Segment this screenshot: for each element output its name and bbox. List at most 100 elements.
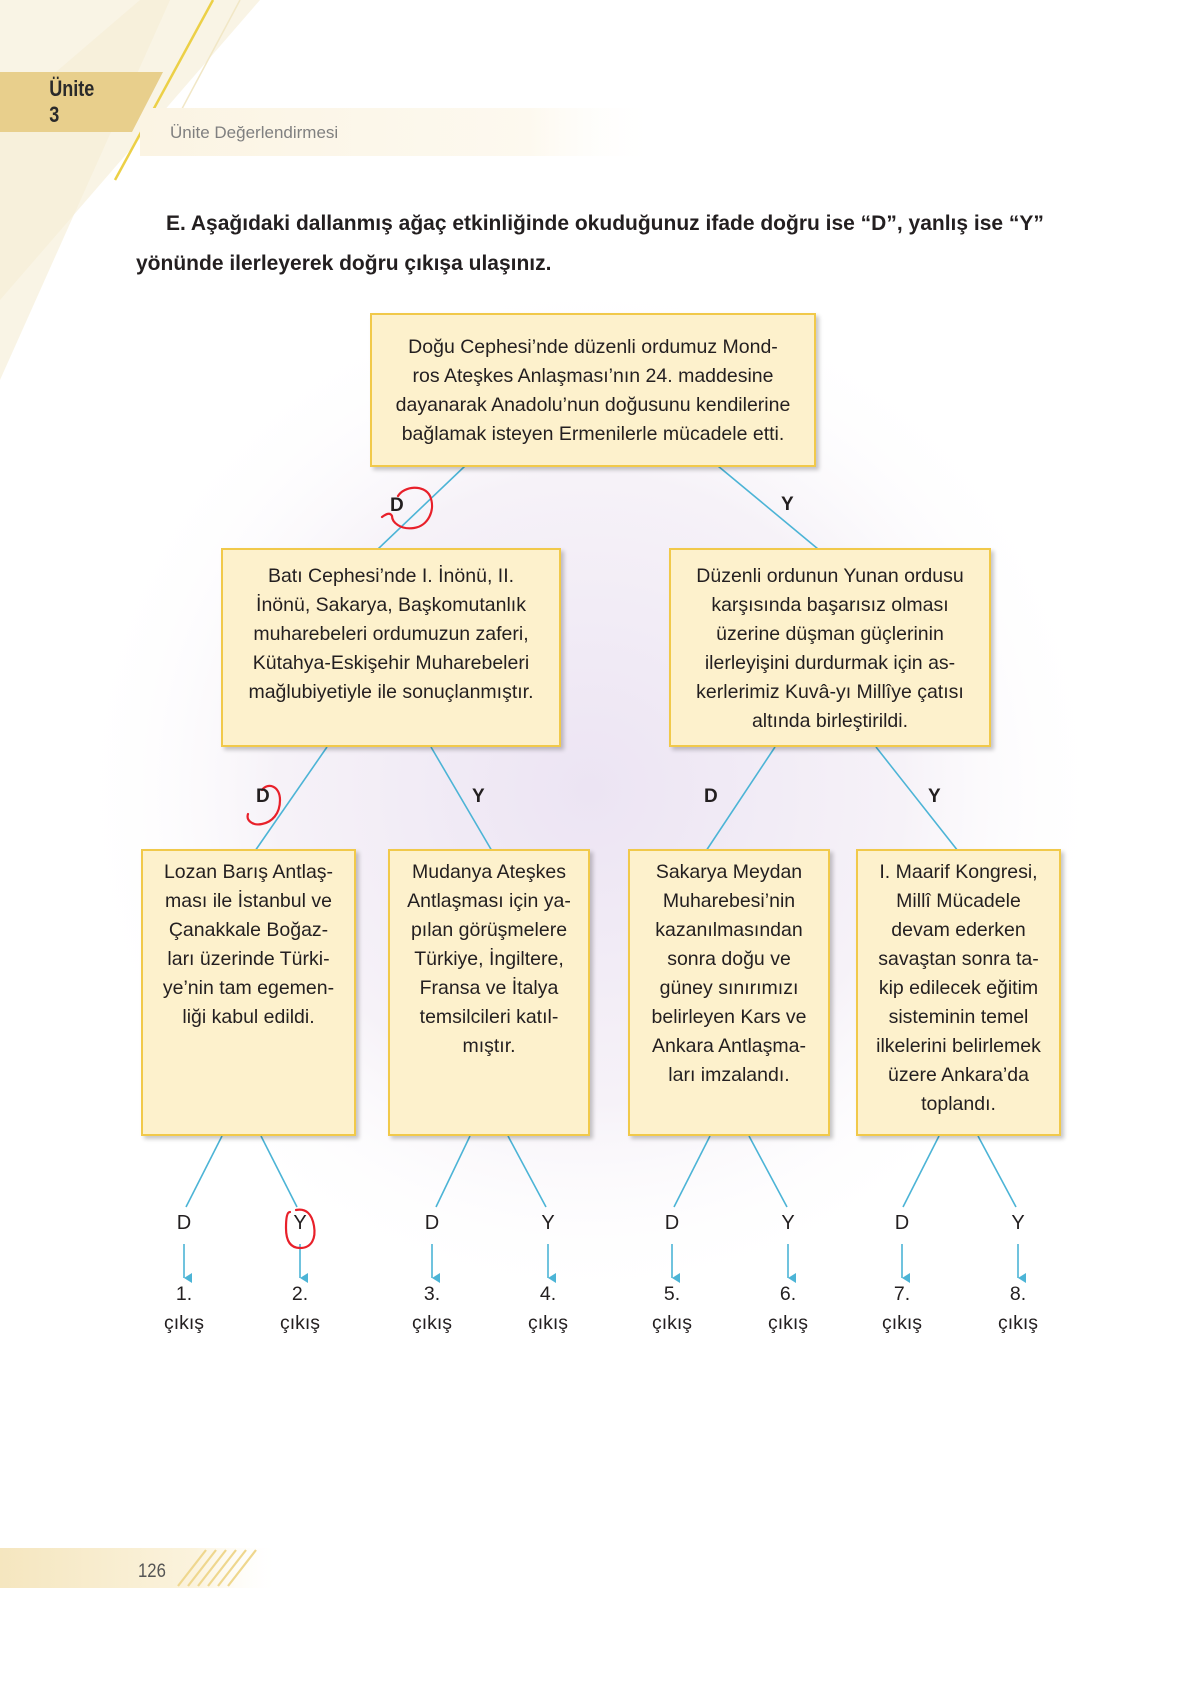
tree-level2-line: Lozan Barış Antlaş- [163, 861, 334, 883]
tree-level2-box-4: I. Maarif Kongresi, Millî Mücadele devam… [856, 849, 1061, 1136]
circle-mark-exit2-y [284, 1208, 316, 1250]
exit-number: 2. [291, 1283, 309, 1305]
tree-level1-left-line: İnönü, Sakarya, Başkomutanlık [256, 594, 526, 616]
tree-level2-box-1: Lozan Barış Antlaş- ması ile İstanbul ve… [141, 849, 356, 1136]
tree-level2-line: üzere Ankara’da [888, 1064, 1029, 1086]
exit-word: çıkış [767, 1312, 809, 1334]
unit-subtitle: Ünite Değerlendirmesi [170, 123, 339, 142]
tree-level2-line: savaştan sonra ta- [878, 948, 1039, 970]
tree-level2-line: mıştır. [462, 1035, 516, 1057]
branch-label-root-d: D [390, 495, 404, 516]
tree-level2-line: Antlaşması için ya- [407, 890, 571, 912]
tree-level2-box-2: Mudanya Ateşkes Antlaşması için ya- pıla… [388, 849, 590, 1136]
tree-level2-line: Millî Mücadele [896, 890, 1021, 912]
exit-number: 8. [1009, 1283, 1027, 1305]
exit-2: 2. çıkış [260, 1280, 340, 1338]
exit-word: çıkış [279, 1312, 321, 1334]
leaf-label-3: D [424, 1212, 440, 1234]
header-accent-line [113, 0, 215, 181]
exit-word: çıkış [411, 1312, 453, 1334]
exit-8: 8. çıkış [978, 1280, 1058, 1338]
exit-arrows [183, 1244, 1026, 1283]
tree-level2-line: güney sınırımızı [659, 977, 799, 999]
tree-level2-line: sonra doğu ve [667, 948, 791, 970]
exit-number: 7. [893, 1283, 911, 1305]
exit-word: çıkış [163, 1312, 205, 1334]
exit-7: 7. çıkış [862, 1280, 942, 1338]
tree-level1-right-line: altında birleştirildi. [751, 710, 909, 732]
tree-level2-line: sisteminin temel [888, 1006, 1029, 1028]
leaf-label-7: D [894, 1212, 910, 1234]
tree-level2-line: ları imzalandı. [668, 1064, 790, 1086]
tree-level1-right-line: Düzenli ordunun Yunan ordusu [696, 565, 964, 587]
tree-level2-line: Sakarya Meydan [655, 861, 803, 883]
tree-root-box: Doğu Cephesi’nde düzenli ordumuz Mond- r… [370, 313, 816, 467]
tree-level2-line: temsilcileri katıl- [419, 1006, 559, 1028]
tree-level2-line: belirleyen Kars ve [651, 1006, 807, 1028]
tree-level1-right-box: Düzenli ordunun Yunan ordusu karşısında … [669, 548, 991, 747]
tree-level1-left-line: Batı Cephesi’nde I. İnönü, II. [267, 565, 515, 587]
tree-level1-right-line: kerlerimiz Kuvâ-yı Millîye çatısı [696, 681, 964, 703]
tree-level2-line: kip edilecek eğitim [878, 977, 1039, 999]
tree-level1-right-line: üzerine düşman güçlerinin [716, 623, 944, 645]
branch-label-l1-y-2: Y [928, 786, 941, 807]
instruction-text: E. Aşağıdaki dallanmış ağaç etkinliğinde… [136, 212, 1044, 275]
tree-level2-line: I. Maarif Kongresi, [879, 861, 1038, 883]
unit-label: Ünite 3 [49, 76, 95, 127]
tree-root-line: bağlamak isteyen Ermenilerle mücadele et… [401, 423, 785, 445]
tree-level1-left-box: Batı Cephesi’nde I. İnönü, II. İnönü, Sa… [221, 548, 561, 747]
student-pen-marks [246, 486, 434, 1250]
tree-level2-line: Çanakkale Boğaz- [168, 919, 329, 941]
leaf-label-8: Y [1011, 1212, 1025, 1234]
tree-level2-line: Ankara Antlaşma- [652, 1035, 806, 1057]
circle-mark-left-d [246, 784, 282, 826]
tree-level2-line: ması ile İstanbul ve [165, 890, 332, 912]
tree-level2-box-3: Sakarya Meydan Muharebesi’nin kazanılmas… [628, 849, 830, 1136]
branch-label-root-y: Y [781, 494, 794, 515]
circle-mark-root-d [380, 486, 434, 530]
leaf-label-5: D [664, 1212, 680, 1234]
tree-level2-line: Mudanya Ateşkes [412, 861, 566, 883]
footer-hatch [177, 1549, 257, 1587]
branch-label-l1-d-2: D [704, 786, 718, 807]
tree-level1-left-line: Kütahya-Eskişehir Muharebeleri [252, 652, 530, 674]
tree-level2-line: Fransa ve İtalya [419, 977, 559, 999]
exit-4: 4. çıkış [508, 1280, 588, 1338]
leaf-label-2: Y [293, 1212, 307, 1234]
exit-word: çıkış [997, 1312, 1039, 1334]
exit-number: 3. [423, 1283, 441, 1305]
exit-number: 4. [539, 1283, 557, 1305]
tree-level2-line: Muharebesi’nin [662, 890, 796, 912]
tree-level1-left-line: mağlubiyetiyle ile sonuçlanmıştır. [248, 681, 534, 703]
leaf-label-6: Y [781, 1212, 795, 1234]
leaf-label-4: Y [541, 1212, 555, 1234]
exit-3: 3. çıkış [392, 1280, 472, 1338]
header-subtitle-band [140, 108, 660, 156]
tree-root-line: dayanarak Anadolu’nun doğusunu kendileri… [395, 394, 791, 416]
exit-number: 1. [175, 1283, 193, 1305]
exit-1: 1. çıkış [144, 1280, 224, 1338]
exit-number: 6. [779, 1283, 797, 1305]
exit-word: çıkış [881, 1312, 923, 1334]
connectors [185, 465, 1017, 1208]
exit-6: 6. çıkış [748, 1280, 828, 1338]
exit-5: 5. çıkış [632, 1280, 712, 1338]
tree-level1-right-line: karşısında başarısız olması [711, 594, 949, 616]
tree-level2-line: kazanılmasından [655, 919, 803, 941]
exit-word: çıkış [651, 1312, 693, 1334]
branch-label-l1-d-1: D [256, 786, 270, 807]
branch-label-l1-y-1: Y [472, 786, 485, 807]
tree-level2-line: liği kabul edildi. [182, 1006, 315, 1028]
tree-level2-line: ları üzerinde Türki- [167, 948, 330, 970]
tree-level2-line: ye’nin tam egemen- [162, 977, 335, 999]
page-number: 126 [138, 1561, 166, 1582]
tree-level2-line: toplandı. [921, 1093, 996, 1115]
exit-word: çıkış [527, 1312, 569, 1334]
leaf-label-1: D [176, 1212, 192, 1234]
tree-level1-left-line: muharebeleri ordumuzun zaferi, [253, 623, 529, 645]
exit-number: 5. [663, 1283, 681, 1305]
tree-level2-line: devam ederken [891, 919, 1026, 941]
unit-tab-band [0, 72, 163, 132]
tree-level2-line: Türkiye, İngiltere, [414, 948, 564, 970]
tree-level2-line: ilkelerini belirlemek [876, 1035, 1041, 1057]
